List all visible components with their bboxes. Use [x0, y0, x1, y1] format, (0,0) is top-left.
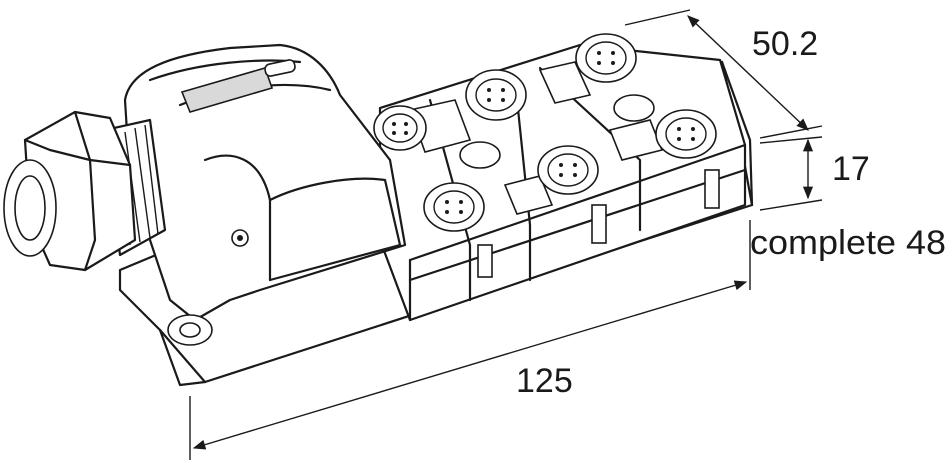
- m12-socket-4: [423, 182, 485, 232]
- led-window: [613, 94, 655, 122]
- hood-cover: [123, 43, 407, 322]
- dimension-depth: [624, 9, 823, 139]
- mounting-hole: [167, 314, 213, 346]
- m12-socket-5: [537, 145, 599, 195]
- length-dimension-label: 125: [516, 362, 573, 400]
- m12-socket-2: [465, 69, 527, 121]
- dimension-height: [759, 136, 823, 211]
- m12-socket-3: [575, 33, 637, 83]
- depth-dimension-label: 50.2: [752, 25, 818, 63]
- m12-socket-6: [655, 109, 717, 159]
- m12-socket-1: [373, 105, 427, 151]
- led-window: [459, 141, 501, 169]
- cable-gland: [3, 110, 167, 272]
- complete-height-dimension-label: complete 48: [750, 224, 946, 262]
- height-dimension-label: 17: [832, 150, 870, 188]
- dimension-length: [189, 220, 751, 460]
